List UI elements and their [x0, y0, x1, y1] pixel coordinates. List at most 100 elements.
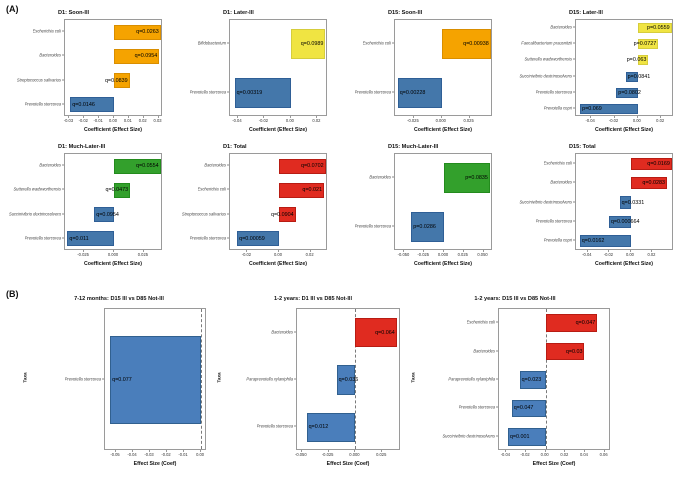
- x-axis-tick-label: 0.000: [437, 252, 449, 257]
- bar: [355, 317, 397, 348]
- y-axis-tick: [573, 58, 575, 60]
- x-axis-tick: [443, 250, 444, 252]
- bar: [336, 365, 356, 395]
- x-axis-tick: [142, 116, 144, 118]
- bar-value-label: q=0.0146: [72, 101, 95, 108]
- bar-value-label: p=0.0559: [647, 25, 670, 32]
- y-axis-label: Bacteroides: [271, 329, 293, 335]
- y-axis-label: Prevotella copri: [543, 237, 572, 243]
- y-axis-tick: [227, 164, 229, 166]
- bar: [110, 335, 202, 424]
- x-axis-tick-label: 0.025: [457, 252, 468, 257]
- bar: [519, 371, 546, 389]
- bar-value-label: q=0.047: [513, 405, 534, 412]
- y-axis-tick: [573, 107, 575, 109]
- x-axis-tick: [200, 450, 202, 452]
- x-axis-tick: [263, 116, 265, 118]
- y-axis-tick: [573, 42, 575, 44]
- y-axis-tick: [294, 331, 296, 333]
- x-axis-tick-label: 0.02: [656, 118, 665, 123]
- x-axis-tick: [289, 116, 291, 118]
- x-axis-title: Coefficient (Effect Size): [84, 127, 142, 133]
- bar: [580, 103, 638, 114]
- x-axis-title: Coefficient (Effect Size): [249, 261, 307, 267]
- bar: [114, 158, 161, 174]
- zero-reference-line: [355, 309, 357, 449]
- x-axis-tick: [636, 116, 638, 118]
- bar-value-label: q=0.064: [375, 329, 395, 336]
- x-axis-tick: [115, 450, 117, 452]
- bar-value-label: p=0.069: [582, 105, 602, 112]
- y-axis-label: Bacteroides: [39, 162, 61, 168]
- bar: [114, 73, 130, 89]
- y-axis-label: Bacteroides: [39, 52, 61, 58]
- x-axis-tick-label: 0.050: [477, 252, 488, 257]
- bar-value-label: q=0.00319: [236, 89, 263, 96]
- y-axis-label: Escherichia coli: [197, 186, 226, 192]
- x-axis-tick: [246, 250, 248, 252]
- x-axis-tick-label: -0.03: [144, 452, 154, 457]
- bar: [579, 235, 631, 248]
- x-axis-tick: [590, 116, 592, 118]
- x-axis-tick: [300, 450, 302, 452]
- bar: [545, 342, 585, 361]
- bar: [444, 163, 490, 194]
- plot-area: q=0.077: [104, 308, 206, 450]
- y-axis-tick: [392, 176, 394, 178]
- x-axis-tick-label: -0.01: [93, 118, 103, 123]
- x-axis-tick: [403, 250, 405, 252]
- x-axis-tick: [236, 116, 238, 118]
- y-axis-tick: [573, 75, 575, 77]
- y-axis-label: Paraprevotella xylaniphila: [246, 376, 293, 382]
- bar: [637, 39, 659, 50]
- panel-title: D15: Soon-Ill: [388, 10, 423, 16]
- x-axis-tick-label: -0.025: [77, 252, 89, 257]
- y-axis-label: Prevotella stercorea: [256, 423, 293, 429]
- y-axis-tick: [62, 164, 64, 166]
- y-axis-tick: [227, 188, 229, 190]
- bar-value-label: q=0.0904: [270, 211, 294, 218]
- x-axis-tick-label: -0.04: [582, 252, 592, 257]
- y-axis-tick: [392, 42, 394, 44]
- x-axis-tick-label: 0.025: [376, 452, 387, 457]
- y-axis-label: Escherichia coli: [362, 40, 391, 46]
- x-axis-title: Coefficient (Effect Size): [595, 127, 653, 133]
- bar-value-label: q=0.0283: [642, 180, 665, 187]
- y-axis-title: Taxa: [22, 372, 28, 383]
- x-axis-tick: [660, 116, 662, 118]
- x-axis-tick: [149, 450, 151, 452]
- y-axis-tick: [102, 378, 104, 380]
- y-axis-tick: [62, 103, 64, 105]
- x-axis-tick: [113, 116, 114, 118]
- y-axis-label: Succinivibrio dextrinosolvens: [9, 211, 61, 217]
- x-axis-tick: [544, 450, 546, 452]
- x-axis-tick: [132, 450, 134, 452]
- bar: [630, 177, 667, 190]
- x-axis-tick-label: -0.050: [397, 252, 410, 257]
- x-axis-tick-label: -0.05: [110, 452, 120, 457]
- x-axis-tick-label: -0.02: [608, 118, 619, 123]
- bar: [630, 157, 672, 170]
- y-axis-title: Taxa: [410, 372, 416, 383]
- y-axis-title: Taxa: [216, 372, 222, 383]
- bar-value-label: q=0.0554: [135, 163, 159, 170]
- x-axis-tick-label: 0.025: [137, 252, 148, 257]
- bar-value-label: p=0.0802: [618, 89, 641, 96]
- bar-value-label: q=0.0954: [134, 53, 158, 60]
- x-axis-tick: [583, 450, 585, 452]
- x-axis-title: Coefficient (Effect Size): [84, 261, 142, 267]
- x-axis-tick-label: 0.000: [435, 118, 446, 123]
- bar-value-label: q=0.0473: [105, 187, 129, 194]
- x-axis-tick-label: -0.050: [295, 452, 307, 457]
- x-axis-tick-label: 0.02: [305, 252, 314, 257]
- x-axis-title: Effect Size (Coef): [532, 461, 576, 467]
- x-axis-tick-label: 0.000: [107, 252, 119, 257]
- bar: [616, 87, 638, 98]
- y-axis-label: Bacteroides: [204, 162, 226, 168]
- x-axis-tick-label: 0.00: [274, 252, 282, 257]
